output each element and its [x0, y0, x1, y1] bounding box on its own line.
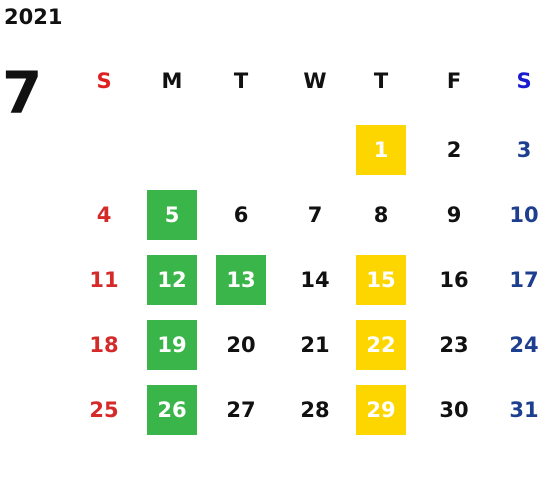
- day-cell-highlighted-yellow[interactable]: 15: [356, 255, 406, 305]
- day-cell[interactable]: 24: [509, 333, 539, 357]
- weekday-monday: M: [161, 69, 183, 93]
- day-cell-highlighted-green[interactable]: 26: [147, 385, 197, 435]
- day-cell[interactable]: 25: [89, 398, 119, 422]
- day-cell-highlighted-green[interactable]: 13: [216, 255, 266, 305]
- weekday-wednesday: W: [303, 69, 327, 93]
- day-cell[interactable]: 3: [516, 138, 532, 162]
- weekday-tuesday: T: [233, 69, 249, 93]
- day-cell[interactable]: 30: [439, 398, 469, 422]
- day-cell-highlighted-green[interactable]: 5: [147, 190, 197, 240]
- day-cell[interactable]: 27: [226, 398, 256, 422]
- day-cell[interactable]: 16: [439, 268, 469, 292]
- day-cell-highlighted-green[interactable]: 12: [147, 255, 197, 305]
- day-cell[interactable]: 23: [439, 333, 469, 357]
- day-cell[interactable]: 20: [226, 333, 256, 357]
- day-cell: [147, 125, 197, 175]
- day-cell[interactable]: 4: [96, 203, 112, 227]
- day-cell[interactable]: 31: [509, 398, 539, 422]
- day-cell-highlighted-yellow[interactable]: 29: [356, 385, 406, 435]
- weekday-thursday: T: [373, 69, 389, 93]
- day-cell[interactable]: 6: [233, 203, 249, 227]
- day-cell[interactable]: 2: [446, 138, 462, 162]
- day-cell: [79, 125, 129, 175]
- day-cell[interactable]: 8: [373, 203, 389, 227]
- day-cell: [290, 125, 340, 175]
- day-cell[interactable]: 21: [300, 333, 330, 357]
- weekday-saturday: S: [516, 69, 532, 93]
- day-cell[interactable]: 10: [509, 203, 539, 227]
- day-cell[interactable]: 11: [89, 268, 119, 292]
- day-cell[interactable]: 14: [300, 268, 330, 292]
- month-label: 7: [2, 59, 43, 127]
- weekday-friday: F: [446, 69, 462, 93]
- day-cell: [216, 125, 266, 175]
- day-cell[interactable]: 7: [307, 203, 323, 227]
- day-cell-highlighted-green[interactable]: 19: [147, 320, 197, 370]
- day-cell[interactable]: 9: [446, 203, 462, 227]
- day-cell-highlighted-yellow[interactable]: 1: [356, 125, 406, 175]
- day-cell[interactable]: 17: [509, 268, 539, 292]
- weekday-sunday: S: [96, 69, 112, 93]
- day-cell[interactable]: 18: [89, 333, 119, 357]
- day-cell-highlighted-yellow[interactable]: 22: [356, 320, 406, 370]
- day-cell[interactable]: 28: [300, 398, 330, 422]
- year-label: 2021: [4, 5, 63, 29]
